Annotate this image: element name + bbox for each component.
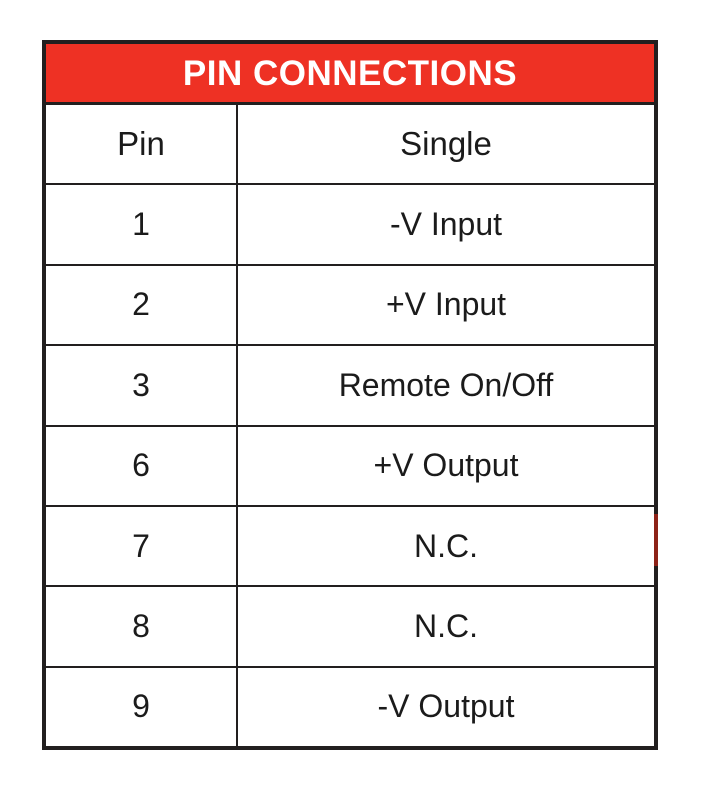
cell-single: +V Output bbox=[373, 447, 519, 484]
pin-connections-table: PIN CONNECTIONS Pin Single 1 -V Input 2 … bbox=[42, 40, 658, 750]
table-row: 9 -V Output bbox=[46, 667, 654, 746]
cell-pin: 3 bbox=[46, 346, 238, 425]
cell-pin: 8 bbox=[46, 587, 238, 666]
table-row: 7 N.C. bbox=[46, 506, 654, 588]
table-row: 3 Remote On/Off bbox=[46, 346, 654, 427]
column-header-single: Single bbox=[400, 125, 492, 163]
table-title-bar: PIN CONNECTIONS bbox=[46, 44, 654, 105]
cell-pin: 1 bbox=[46, 185, 238, 264]
cell-single: N.C. bbox=[414, 527, 478, 564]
cell-single: Remote On/Off bbox=[338, 366, 554, 403]
table-row: 8 N.C. bbox=[46, 587, 654, 668]
cell-pin: 9 bbox=[46, 667, 238, 746]
table-row: 2 +V Input bbox=[46, 265, 654, 347]
cell-single: -V Input bbox=[389, 206, 503, 243]
table-row: 6 +V Output bbox=[46, 426, 654, 507]
cell-single: N.C. bbox=[414, 607, 478, 644]
cell-single: -V Output bbox=[377, 688, 515, 725]
table-row: 1 -V Input bbox=[46, 185, 654, 266]
cell-pin: 2 bbox=[46, 265, 238, 345]
table-header-row: Pin Single bbox=[46, 105, 654, 186]
cell-single: +V Input bbox=[385, 286, 507, 323]
cell-pin: 7 bbox=[46, 506, 238, 586]
cell-pin: 6 bbox=[46, 426, 238, 505]
border-artifact bbox=[654, 514, 658, 566]
table-title: PIN CONNECTIONS bbox=[182, 53, 518, 93]
column-header-pin: Pin bbox=[46, 105, 238, 184]
